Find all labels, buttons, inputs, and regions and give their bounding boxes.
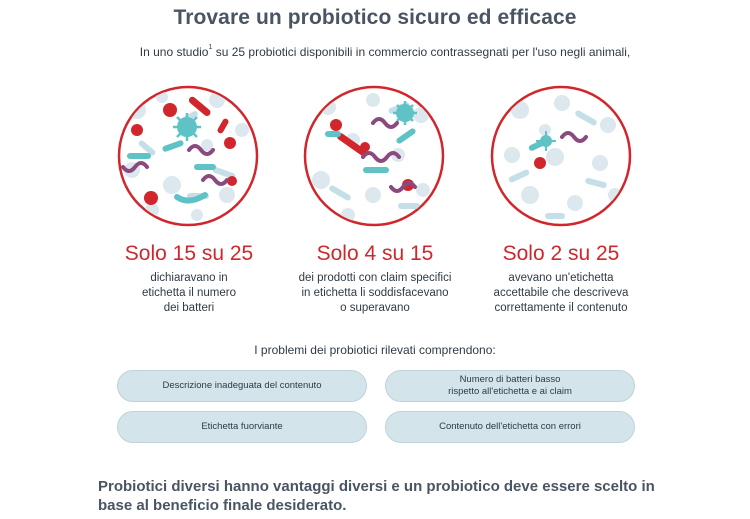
- stat-description-line: dei batteri: [163, 302, 215, 314]
- stat-headline-1: Solo 15 su 25: [124, 242, 254, 265]
- problem-pill-line: Contenuto dell'etichetta con errori: [439, 421, 581, 432]
- bacteria-circle-icon: [303, 85, 445, 227]
- stat-headline-3: Solo 2 su 25: [502, 242, 620, 265]
- intro-before: In uno studio: [139, 45, 209, 59]
- stat-description-3: avevano un'etichetta accettabile che des…: [471, 271, 651, 316]
- bacteria-circle-icon: [490, 85, 632, 227]
- stat-description-line: correttamente il contenuto: [494, 302, 628, 314]
- problem-pill-line: Descrizione inadeguata del contenuto: [162, 380, 322, 391]
- intro-text: In uno studio1 su 25 probiotici disponib…: [0, 44, 750, 59]
- stat-description-line: dei prodotti con claim specifici: [298, 272, 452, 284]
- page-title: Trovare un probiotico sicuro ed efficace: [173, 6, 577, 29]
- stat-description-line: dichiaravano in: [150, 272, 228, 284]
- intro-after: su 25 probiotici disponibili in commerci…: [212, 45, 631, 59]
- problems-heading: I problemi dei probiotici rilevati compr…: [254, 343, 496, 357]
- footnote-ref: 1: [208, 44, 213, 51]
- stat-description-1: dichiaravano in etichetta il numero dei …: [99, 271, 279, 316]
- stat-description-line: avevano un'etichetta: [508, 272, 614, 284]
- problem-pill-line: rispetto all'etichetta e ai claim: [448, 386, 572, 397]
- stat-description-line: o superavano: [340, 302, 410, 314]
- problem-pill: Contenuto dell'etichetta con errori: [385, 411, 635, 443]
- problem-pill: Numero di batteri basso rispetto all'eti…: [385, 370, 635, 402]
- stat-headline-2: Solo 4 su 15: [316, 242, 434, 265]
- stat-description-2: dei prodotti con claim specifici in etic…: [285, 271, 465, 316]
- problem-pill: Descrizione inadeguata del contenuto: [117, 370, 367, 402]
- bacteria-circle-icon: [117, 85, 259, 227]
- problem-pill-line: Etichetta fuorviante: [201, 421, 283, 432]
- footer-statement: Probiotici diversi hanno vantaggi divers…: [98, 478, 655, 514]
- stat-description-line: in etichetta li soddisfacevano: [301, 287, 449, 299]
- problem-pill: Etichetta fuorviante: [117, 411, 367, 443]
- stat-description-line: etichetta il numero: [142, 287, 236, 299]
- problem-pill-line: Numero di batteri basso: [459, 374, 561, 385]
- stat-description-line: accettabile che descriveva: [493, 287, 629, 299]
